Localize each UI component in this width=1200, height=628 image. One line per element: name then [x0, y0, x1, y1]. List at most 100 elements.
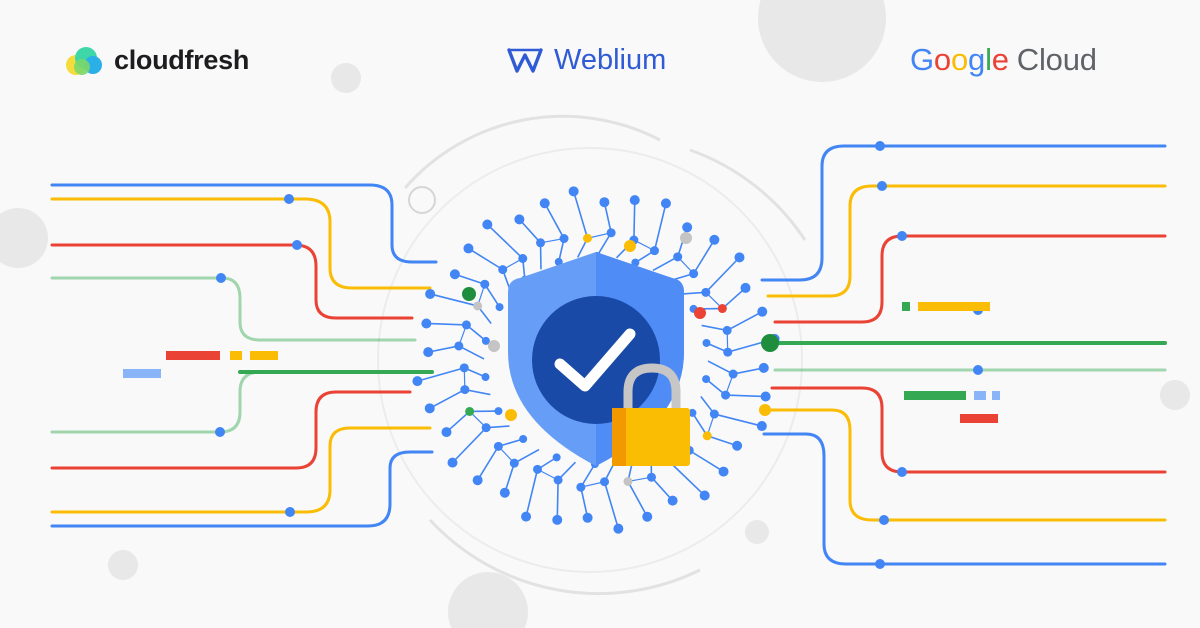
network-node	[667, 495, 678, 506]
network-node	[600, 477, 610, 487]
network-link	[633, 200, 636, 241]
network-node	[521, 511, 532, 522]
network-link	[706, 435, 738, 447]
network-node	[702, 375, 711, 384]
network-link	[721, 287, 747, 310]
network-node	[480, 279, 490, 289]
network-node	[552, 453, 561, 462]
left-circuit-lines	[50, 183, 438, 528]
network-node	[728, 369, 738, 379]
network-link	[688, 449, 724, 473]
network-link	[454, 273, 486, 285]
network-link	[556, 479, 559, 520]
network-node	[454, 341, 464, 351]
network-link	[596, 232, 612, 257]
network-node	[673, 252, 683, 262]
network-node	[576, 482, 586, 492]
network-node	[722, 325, 732, 335]
network-link	[445, 410, 471, 433]
network-node	[702, 431, 712, 441]
network-node	[536, 238, 546, 248]
network-link	[572, 191, 589, 239]
network-node	[424, 403, 435, 414]
network-node	[533, 464, 543, 474]
network-node	[481, 423, 491, 433]
weblium-logo: Weblium	[506, 38, 666, 82]
network-node	[465, 406, 475, 416]
network-link	[653, 203, 667, 251]
network-node	[554, 257, 563, 266]
network-link	[451, 427, 487, 464]
network-node	[701, 287, 711, 297]
network-link	[544, 202, 565, 239]
network-link	[707, 360, 734, 375]
network-link	[513, 448, 540, 464]
network-node	[629, 195, 640, 206]
right-circuit-lines	[760, 144, 1167, 566]
network-node	[441, 427, 452, 438]
google-letter: o	[933, 42, 951, 77]
network-node	[519, 434, 528, 443]
network-node	[732, 440, 743, 451]
padlock-icon	[612, 363, 690, 466]
network-node	[461, 320, 471, 330]
network-node	[660, 198, 671, 209]
network-node	[473, 301, 483, 311]
network-node	[518, 253, 528, 263]
network-node	[498, 265, 508, 275]
network-node	[631, 258, 640, 267]
network-node	[494, 407, 503, 416]
network-node	[740, 282, 751, 293]
network-node	[568, 186, 579, 197]
cloud-blob-icon	[66, 47, 102, 75]
network-link	[627, 481, 648, 518]
network-link	[733, 367, 764, 375]
network-link	[518, 218, 542, 244]
network-node	[423, 347, 434, 358]
network-node	[472, 475, 483, 486]
network-node-red	[694, 307, 706, 319]
network-node	[623, 476, 633, 486]
network-node-yellow	[624, 240, 636, 252]
weblium-w-icon	[507, 48, 543, 73]
network-link	[650, 476, 674, 502]
network-node-yellow	[505, 409, 517, 421]
left-dash-bars	[123, 351, 278, 378]
network-node	[553, 475, 563, 485]
network-link	[476, 445, 500, 481]
google-letter: e	[991, 42, 1009, 77]
network-node	[689, 269, 699, 279]
network-node	[649, 246, 659, 256]
cloudfresh-wordmark: cloudfresh	[114, 44, 250, 75]
network-node	[718, 466, 729, 477]
network-node	[613, 523, 624, 534]
network-node	[709, 409, 719, 419]
network-link	[458, 345, 485, 360]
network-link	[668, 460, 706, 497]
network-node	[459, 363, 469, 373]
network-node	[482, 219, 493, 230]
network-node	[559, 234, 569, 244]
network-link	[504, 462, 516, 493]
network-link	[726, 310, 763, 332]
network-node	[425, 288, 436, 299]
right-dash-bars	[902, 302, 1000, 423]
network-node	[481, 373, 490, 382]
network-node	[509, 458, 519, 468]
network-node	[646, 472, 656, 482]
network-node	[582, 233, 592, 243]
network-node	[449, 269, 460, 280]
network-link	[426, 322, 467, 326]
network-node	[514, 214, 525, 225]
network-node	[688, 408, 697, 417]
network-node	[552, 514, 563, 525]
network-node	[499, 487, 510, 498]
network-node-yellow	[759, 404, 771, 416]
network-node	[463, 243, 474, 254]
network-node	[721, 390, 731, 400]
network-node	[495, 303, 504, 312]
network-link	[692, 239, 716, 275]
network-node	[481, 336, 490, 345]
network-link	[652, 256, 679, 272]
